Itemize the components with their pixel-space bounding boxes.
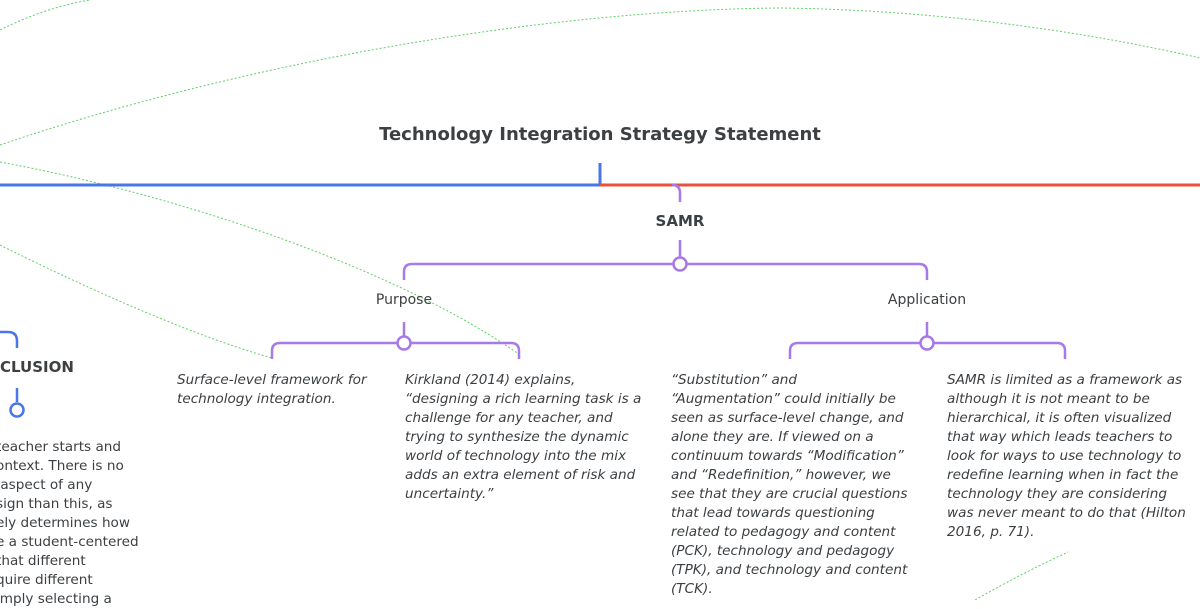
conclusion-connector <box>0 330 19 348</box>
application-collapse-toggle[interactable] <box>919 335 935 351</box>
samr-collapse-toggle[interactable] <box>672 256 688 272</box>
samr-topic[interactable]: SAMR <box>655 212 705 230</box>
relationship-line <box>0 7 1200 146</box>
purpose-item-kirkland-quote[interactable]: Kirkland (2014) explains, “designing a r… <box>405 372 642 502</box>
samr-connector <box>671 183 682 202</box>
conclusion-collapse-toggle[interactable] <box>9 402 25 418</box>
samr-bracket <box>402 262 929 280</box>
relationship-line <box>974 551 1069 600</box>
application-item-limitations[interactable]: SAMR is limited as a framework as althou… <box>947 372 1186 540</box>
relationship-line <box>0 0 91 31</box>
purpose-bracket <box>270 341 521 359</box>
application-item-continuum[interactable]: “Substitution” and “Augmentation” could … <box>671 372 908 597</box>
conclusion-text[interactable]: teacher starts and ontext. There is no a… <box>0 439 139 607</box>
application-topic[interactable]: Application <box>887 292 967 308</box>
relationship-line <box>0 161 521 356</box>
relationship-line <box>0 244 273 359</box>
purpose-collapse-toggle[interactable] <box>396 335 412 351</box>
root-topic-title[interactable]: Technology Integration Strategy Statemen… <box>379 124 821 145</box>
conclusion-topic[interactable]: CLUSION <box>0 358 74 376</box>
purpose-topic[interactable]: Purpose <box>375 292 433 308</box>
purpose-item-surface-level[interactable]: Surface-level framework for technology i… <box>177 372 367 407</box>
